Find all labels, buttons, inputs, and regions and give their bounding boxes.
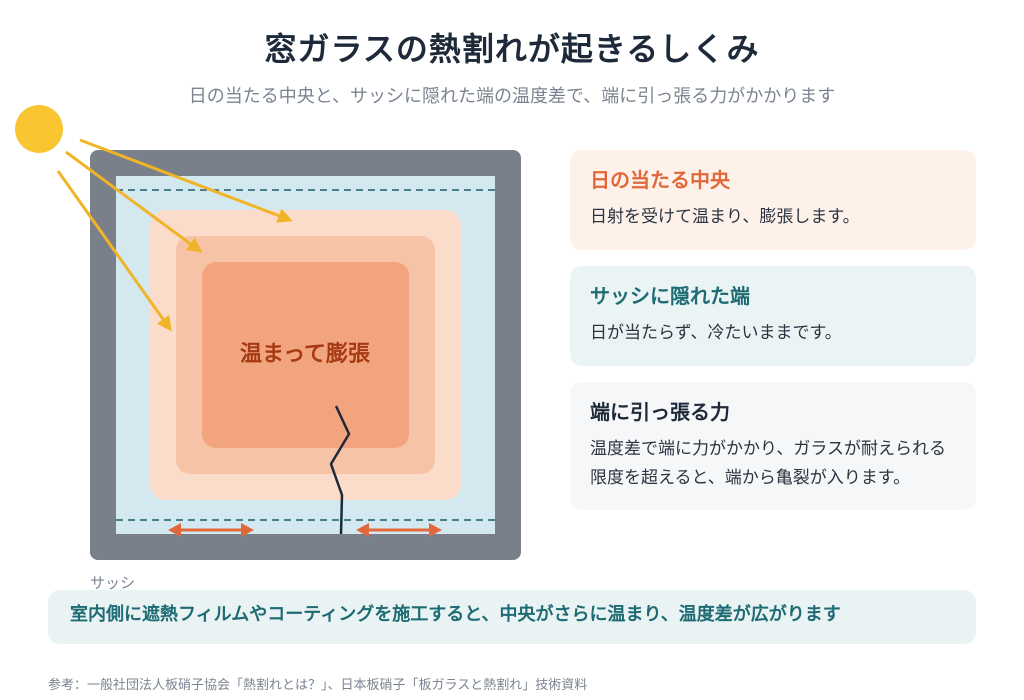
source-citation: 参考：一般社団法人板硝子協会「熱割れとは？」、日本板硝子「板ガラスと熱割れ」技術… [48,678,588,693]
sun-ray-2 [65,150,203,253]
card-title: 日の当たる中央 [590,168,730,192]
sun-ray-3 [56,170,172,332]
card-sunlit-center: 日の当たる中央 日射を受けて温まり、膨張します。 [570,150,976,250]
card-title: 端に引っ張る力 [590,400,730,424]
card-edge-tension: 端に引っ張る力 温度差で端に力がかかり、ガラスが耐えられる限度を超えると、端から… [570,382,976,510]
film-warning-note: 室内側に遮熱フィルムやコーティングを施工すると、中央がさらに温まり、温度差が広が… [48,590,976,644]
crack-line [329,405,351,535]
page-title: 窓ガラスの熱割れが起きるしくみ [264,30,760,68]
card-title: サッシに隠れた端 [590,284,750,308]
sun-ray-1 [79,138,293,223]
card-body: 温度差で端に力がかかり、ガラスが耐えられる限度を超えると、端から亀裂が入ります。 [590,439,946,488]
card-body: 日射を受けて温まり、膨張します。 [590,207,860,227]
sun-icon [15,105,63,153]
page-subtitle: 日の当たる中央と、サッシに隠れた端の温度差で、端に引っ張る力がかかります [188,86,836,107]
center-label: 温まって膨張 [240,342,371,367]
thermal-crack-diagram: 温まって膨張 サッシ [15,105,521,592]
tension-arrow-right [356,523,442,537]
card-shaded-edge: サッシに隠れた端 日が当たらず、冷たいままです。 [570,266,976,366]
sash-label: サッシ [90,574,135,592]
tension-arrow-left [168,523,254,537]
card-body: 日が当たらず、冷たいままです。 [590,323,842,343]
heat-zone-center [202,262,409,448]
